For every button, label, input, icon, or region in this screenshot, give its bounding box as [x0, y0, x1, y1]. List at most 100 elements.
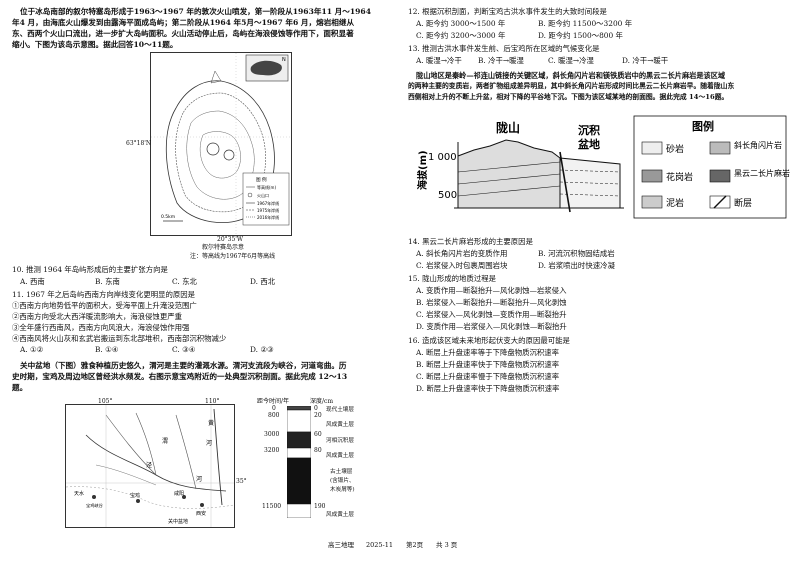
q10-stem: 10. 推测 1964 年岛屿形成后的主要扩张方向是: [12, 265, 168, 274]
footer-page: 第2页: [406, 541, 424, 549]
q16-opt-b[interactable]: B. 断层上升盘速率快于下降盘物质沉积速率: [416, 360, 560, 369]
q11-item-3: ③全年盛行西南风，西南方向风浪大，海浪侵蚀作用强: [12, 323, 190, 332]
q15-opt-c[interactable]: C. 岩浆侵入—风化剥蚀—变质作用—断裂抬升: [416, 310, 567, 319]
q16-stem: 16. 造成该区域未来地形起伏变大的原因最可能是: [408, 336, 570, 345]
guanzhong-map: 黄 河 渭 泾 河 宝鸡 咸阳 西安 天水 宝鸡峡谷 关中盆地: [65, 404, 235, 528]
intro3-line3: 西侧相对上升的不断上升盆，相对下降的平谷地下沉。下图为该区域某地的剖面图。据此完…: [408, 93, 729, 101]
q12-opt-c[interactable]: C. 距今约 3200～3000 年: [416, 31, 506, 40]
place-tianshui: 天水: [74, 490, 84, 497]
place-he1: 河: [206, 439, 212, 447]
q16-opt-a[interactable]: A. 断层上升盘速率等于下降盘物质沉积速率: [416, 348, 560, 357]
basin-label-2: 盆地: [577, 137, 600, 151]
layer-paleosol: 古土壤层: [330, 469, 353, 475]
y-500: 500: [438, 190, 457, 201]
north-label: N: [282, 57, 286, 63]
place-he2: 河: [196, 475, 202, 483]
layer-paleosol-note2: 木炭屑等): [330, 487, 355, 493]
q14-opt-a[interactable]: A. 斜长角闪片岩的变质作用: [416, 249, 508, 258]
q10-opt-b[interactable]: B. 东南: [95, 277, 120, 286]
geologic-diagram-svg: 海拔(m) 1 000 500 陇山 沉积 盆地 图例 砂岩 斜长角闪片岩 花岗…: [416, 115, 790, 219]
q16-opt-d[interactable]: D. 断层上升盘速率快于下降盘物质沉积速率: [416, 384, 560, 393]
intro3-line1: 陇山地区是秦岭—祁连山链接的关键区域，斜长角闪片岩和镁铁质岩中的黑云二长片麻岩是…: [416, 71, 726, 80]
legend-contour: 等高线(m): [257, 184, 276, 190]
legend-1975: 1975年岸线: [257, 207, 279, 213]
q11-item-1: ①西南方向地势低平的面积大，受海平面上升淹没范围广: [12, 301, 197, 310]
q11-stem: 11. 1967 年之后岛屿西南方向岸线变化更明显的原因是: [12, 290, 196, 299]
age-3000: 3000: [264, 431, 280, 438]
q15-opt-d[interactable]: D. 变质作用—岩浆侵入—风化剥蚀—断裂抬升: [416, 322, 567, 331]
depth-20: 20: [314, 412, 322, 419]
legend-sandstone: 砂岩: [666, 143, 684, 155]
island-map: N 图 例 等高线(m) 火山口 1967年岸线 1975年岸线 2016年岸线…: [150, 52, 292, 236]
lat-label: 63°18'N: [126, 140, 152, 147]
q12-opt-b[interactable]: B. 距今约 11500～3200 年: [538, 19, 633, 28]
legend-crater: 火山口: [257, 192, 269, 198]
y-1000: 1 000: [428, 152, 457, 163]
q10-opt-d[interactable]: D. 西北: [250, 277, 276, 286]
layer-loess-2: 风成黄土层: [326, 453, 354, 459]
q16-opt-c[interactable]: C. 断层上升盘速率慢于下降盘物质沉积速率: [416, 372, 560, 381]
island-map-svg: N 图 例 等高线(m) 火山口 1967年岸线 1975年岸线 2016年岸线…: [151, 53, 291, 235]
q13-opt-b[interactable]: B. 冷干→暖湿: [478, 56, 524, 65]
intro1-line1: 位于冰岛南部的叙尔特塞岛形成于1963～1967 年的敦次火山喷发，第一阶段从1…: [20, 7, 371, 16]
q15-opt-b[interactable]: B. 岩浆侵入—断裂抬升—断裂抬升—风化剥蚀: [416, 298, 567, 307]
legend-title: 图 例: [256, 176, 267, 183]
q12-opt-d[interactable]: D. 距今约 1500～800 年: [538, 31, 623, 40]
q13-opt-a[interactable]: A. 暖湿→冷干: [416, 56, 462, 65]
place-guanzhong: 关中盆地: [168, 518, 188, 525]
q11-opt-d[interactable]: D. ②③: [250, 345, 274, 354]
intro3-line2: 的两种主要的变质岩，两者扩物组成差异明显，其中斜长角闪片岩形成时间比黑云二长片麻…: [408, 82, 735, 90]
geologic-diagram: 海拔(m) 1 000 500 陇山 沉积 盆地 图例 砂岩 斜长角闪片岩 花岗…: [410, 112, 790, 224]
lon-105: 105°: [98, 398, 113, 405]
legend-fault: 断层: [734, 197, 752, 209]
layer-paleosol-note1: (含锻片、: [330, 478, 355, 484]
scale-label: 0.5km: [161, 214, 175, 220]
depth-0: 0: [314, 405, 318, 412]
legend-mudstone: 泥岩: [666, 197, 684, 209]
basin-label-1: 沉积: [578, 123, 600, 137]
q10-opt-c[interactable]: C. 东北: [172, 277, 197, 286]
layer-modern-soil: 现代土壤层: [326, 407, 354, 413]
q12-opt-a[interactable]: A. 距今约 3000～1500 年: [416, 19, 506, 28]
q13-stem: 13. 推测古洪水事件发生前、后宝鸡所在区域的气候变化是: [408, 44, 600, 53]
legend-title-2: 图例: [692, 119, 714, 133]
q15-opt-a[interactable]: A. 变质作用—断裂抬升—风化剥蚀—岩浆侵入: [416, 286, 567, 295]
q11-item-4: ④西南风将火山灰和玄武岩搬运到东北部堆积，西南部沉积物减少: [12, 334, 227, 343]
depth-60: 60: [314, 431, 322, 438]
place-jing: 泾: [146, 461, 152, 469]
ylabel: 海拔(m): [416, 150, 429, 190]
footer-subject: 高三地理: [328, 541, 354, 549]
q13-opt-d[interactable]: D. 冷干→暖干: [622, 56, 669, 65]
q11-opt-a[interactable]: A. ①②: [20, 345, 44, 354]
q15-stem: 15. 陇山形成的地质过程是: [408, 274, 497, 283]
q14-opt-c[interactable]: C. 岩浆侵入时包裹周围岩块: [416, 261, 508, 270]
q14-opt-b[interactable]: B. 河流沉积物固结成岩: [538, 249, 615, 258]
place-wei: 渭: [162, 437, 168, 445]
q11-opt-b[interactable]: B. ①④: [95, 345, 119, 354]
intro1-line3: 东、西两个火山口流出，进一步扩大岛屿面积。火山活动停止后，岛屿在海浪侵蚀等作用下…: [12, 29, 354, 38]
intro2-line1: 关中盆地（下图）雅食种植历史悠久，渭河是主要的灌溉水源。渭河支流段为峡谷，河道弯…: [20, 361, 347, 370]
profile-column: [287, 406, 311, 518]
age-0: 0: [272, 405, 276, 412]
place-xian: 西安: [196, 510, 206, 517]
legend-granite: 花岗岩: [666, 171, 693, 183]
q10-opt-a[interactable]: A. 西南: [20, 277, 45, 286]
legend-biotite: 黑云二长片麻岩: [734, 168, 790, 178]
map1-note: 注：等高线为1967年6月等高线: [190, 253, 276, 260]
profile-head-depth: 深度/cm: [310, 398, 334, 405]
intro2-line2: 史时期，宝鸡及周边地区曾经洪水频发。右图示意宝鸡附近的一处典型沉积剖面。据此完成…: [12, 372, 348, 381]
legend-amphibole: 斜长角闪片岩: [734, 140, 782, 150]
lon-label: 20°35'W: [217, 236, 244, 243]
q12-stem: 12. 根据沉积剖面，判断宝鸡古洪水事件发生的大致时间段是: [408, 7, 607, 16]
q11-opt-c[interactable]: C. ③④: [172, 345, 196, 354]
q13-opt-c[interactable]: C. 暖湿→冷湿: [548, 56, 594, 65]
lat-35: 35°: [236, 478, 247, 485]
layer-fluvial: 河相沉积层: [326, 438, 354, 444]
mountain-label: 陇山: [496, 120, 520, 135]
age-800: 800: [268, 412, 280, 419]
place-baoji: 宝鸡: [130, 492, 140, 499]
layer-loess-3: 风成黄土层: [326, 512, 354, 518]
q14-opt-d[interactable]: D. 岩浆喷出时快速冷凝: [538, 261, 615, 270]
depth-80: 80: [314, 447, 322, 454]
profile-head-age: 距今时间/年: [257, 398, 290, 405]
